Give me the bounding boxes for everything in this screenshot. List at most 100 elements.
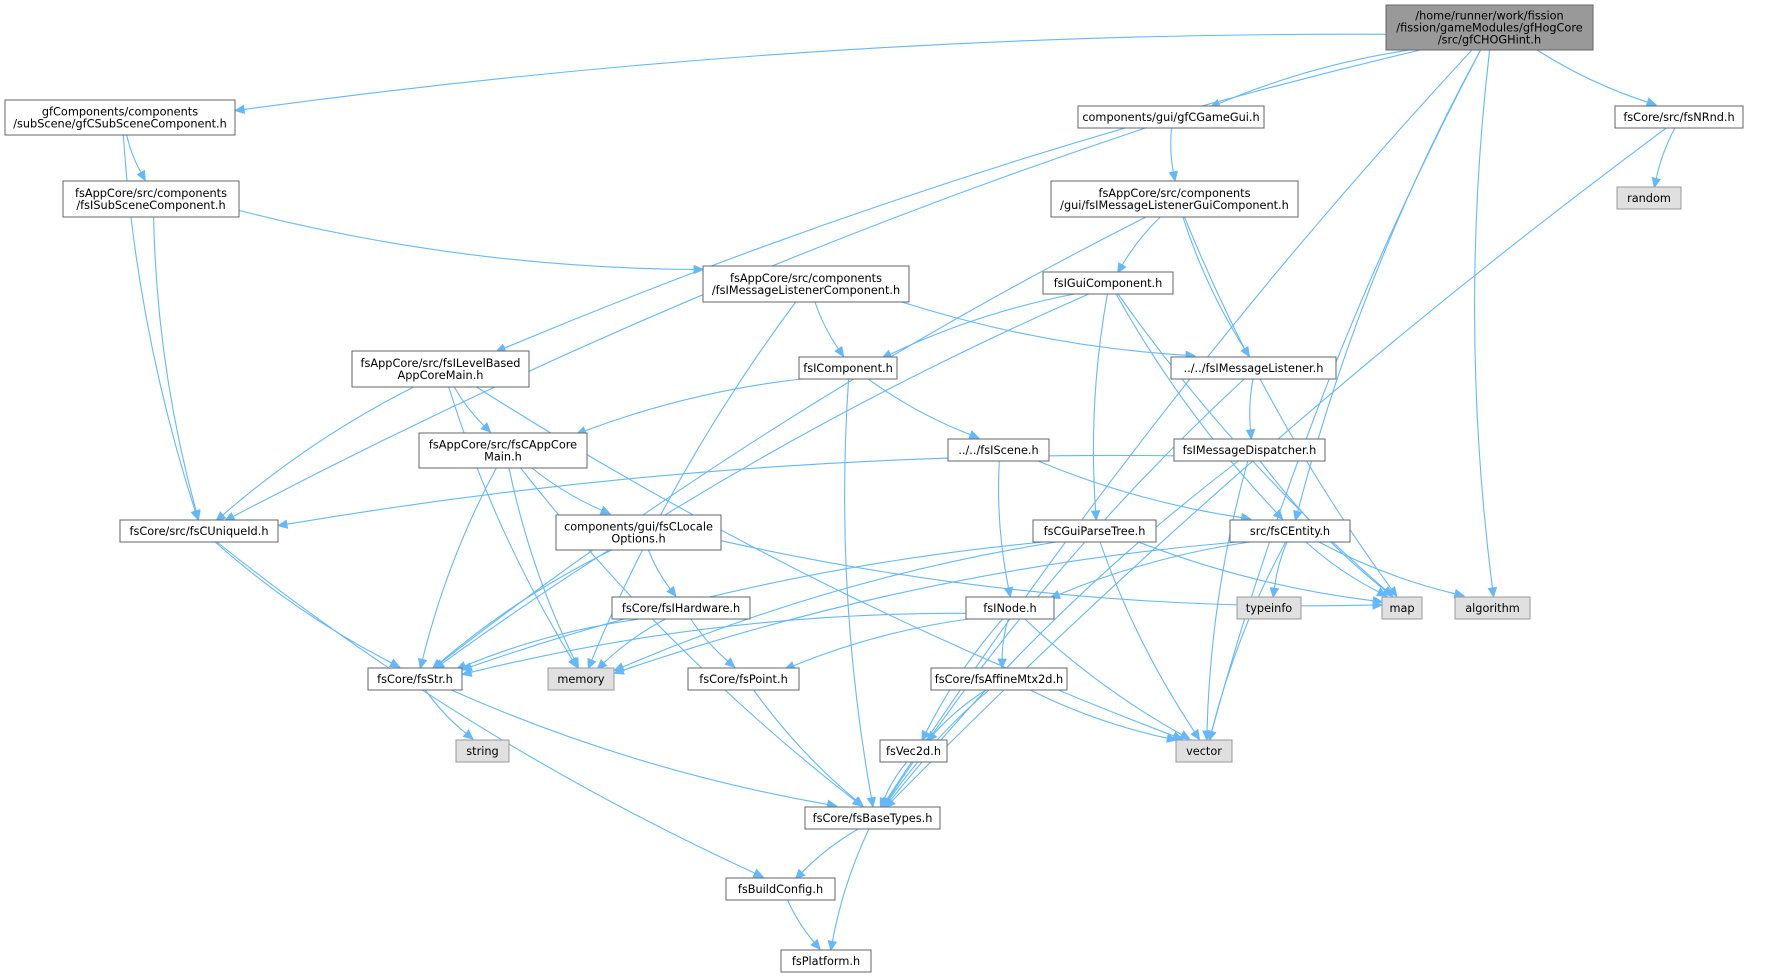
node-box — [1173, 438, 1326, 462]
node-fsIMessageListener[interactable]: ../../fsIMessageListener.h — [1170, 356, 1337, 380]
node-root[interactable]: /home/runner/work/fission/fission/gameMo… — [1385, 4, 1594, 51]
node-label: random — [1627, 192, 1671, 205]
edge-root-to-algorithm — [1474, 49, 1498, 599]
node-fsVec2d[interactable]: fsVec2d.h — [879, 739, 948, 763]
node-box — [1616, 186, 1682, 210]
node-fsCUniqueId[interactable]: fsCore/src/fsCUniqueId.h — [119, 519, 279, 543]
edge-fsINode-to-fsStr — [461, 612, 967, 677]
arrowhead-icon — [599, 505, 612, 515]
node-label: src/fsCEntity.h — [1250, 525, 1330, 538]
node-fsPoint[interactable]: fsCore/fsPoint.h — [687, 667, 800, 691]
node-fsBaseTypes[interactable]: fsCore/fsBaseTypes.h — [804, 806, 941, 830]
node-fsINode[interactable]: fsINode.h — [965, 596, 1055, 620]
node-random[interactable]: random — [1616, 186, 1682, 210]
edge-line — [531, 467, 603, 511]
edge-fsBaseTypes-to-fsBuildConfig — [794, 828, 859, 880]
node-fsStr[interactable]: fsCore/fsStr.h — [367, 667, 463, 691]
edge-line — [622, 541, 1238, 671]
node-typeinfo[interactable]: typeinfo — [1236, 596, 1302, 620]
node-label: fsAppCore/src/components — [1099, 187, 1251, 200]
node-fsPlatform[interactable]: fsPlatform.h — [780, 949, 872, 973]
edge-line — [1138, 541, 1374, 602]
node-label: /src/gfCHOGHint.h — [1438, 34, 1541, 47]
arrowhead-icon — [191, 509, 201, 521]
node-algorithm[interactable]: algorithm — [1454, 596, 1531, 620]
arrowhead-icon — [794, 868, 806, 880]
node-map[interactable]: map — [1381, 596, 1423, 620]
edge-line — [153, 216, 197, 512]
node-string[interactable]: string — [455, 739, 510, 763]
node-fsISubScene[interactable]: fsAppCore/src/components/fsISubSceneComp… — [62, 180, 240, 218]
edge-fsINode-to-fsAffineMtx2d — [997, 618, 1009, 670]
edge-root-to-gfCGameGui — [1209, 49, 1410, 108]
edge-line — [786, 899, 815, 943]
node-box — [4, 99, 236, 136]
edge-line — [1058, 541, 1251, 596]
edge-line — [1024, 618, 1183, 736]
edge-line — [844, 378, 872, 799]
edge-line — [1536, 49, 1648, 103]
node-fsIMessageDispatcher[interactable]: fsIMessageDispatcher.h — [1173, 438, 1326, 462]
node-label: fsIGuiComponent.h — [1054, 277, 1163, 290]
node-box — [611, 596, 751, 620]
arrowhead-icon — [1117, 262, 1127, 274]
node-label: /gui/fsIMessageListenerGuiComponent.h — [1060, 199, 1289, 212]
node-label: /subScene/gfCSubSceneComponent.h — [13, 118, 227, 131]
node-label: fsPlatform.h — [792, 955, 860, 968]
node-fsIMsgListenerGui[interactable]: fsAppCore/src/components/gui/fsIMessageL… — [1050, 180, 1299, 218]
node-label: typeinfo — [1246, 602, 1293, 615]
edge-line — [647, 549, 671, 590]
node-fsAffineMtx2d[interactable]: fsCore/fsAffineMtx2d.h — [930, 667, 1068, 691]
edge-line — [448, 386, 573, 661]
node-fsIGuiComponent[interactable]: fsIGuiComponent.h — [1042, 271, 1174, 295]
node-label: fsBuildConfig.h — [738, 883, 823, 896]
node-label: components/gui/fsCLocale — [564, 521, 713, 534]
node-fsIHardware[interactable]: fsCore/fsIHardware.h — [611, 596, 751, 620]
arrowhead-icon — [276, 519, 289, 529]
edge-fsNRnd-to-random — [1651, 127, 1676, 189]
arrowhead-icon — [136, 169, 146, 182]
edge-fsCAppCoreMain-to-fsStr — [417, 467, 497, 670]
node-fsBuildConfig[interactable]: fsBuildConfig.h — [725, 877, 836, 901]
edge-fsIComponent-to-fsIScene — [867, 378, 980, 439]
edge-line — [1474, 49, 1493, 589]
edge-fsPoint-to-fsBaseTypes — [753, 689, 865, 807]
node-fsCGuiParseTree[interactable]: fsCGuiParseTree.h — [1032, 519, 1157, 543]
node-label: algorithm — [1465, 602, 1520, 615]
edge-fsBuildConfig-to-fsPlatform — [786, 899, 821, 951]
edge-line — [214, 541, 392, 664]
arrowhead-icon — [997, 658, 1007, 670]
node-box — [547, 667, 615, 691]
node-box — [1236, 596, 1302, 620]
edge-fsCLocaleOptions-to-fsIHardware — [647, 549, 677, 598]
node-vector[interactable]: vector — [1175, 739, 1233, 763]
arrowhead-icon — [1651, 177, 1661, 189]
node-gfCSubScene[interactable]: gfComponents/components/subScene/gfCSubS… — [4, 99, 236, 136]
node-fsNRnd[interactable]: fsCore/src/fsNRnd.h — [1614, 105, 1744, 129]
node-fsIMsgListenerComp[interactable]: fsAppCore/src/components/fsIMessageListe… — [702, 265, 910, 303]
edge-line — [1183, 216, 1392, 590]
node-label: fsVec2d.h — [886, 745, 941, 758]
arrowhead-icon — [388, 658, 401, 668]
edge-fsILevelBased-to-fsCAppCoreMain — [453, 386, 492, 434]
edge-fsIMsgListenerGui-to-map — [1183, 216, 1398, 598]
node-fsCEntity[interactable]: src/fsCEntity.h — [1229, 519, 1351, 543]
node-fsIScene[interactable]: ../../fsIScene.h — [947, 438, 1050, 462]
node-box — [1454, 596, 1531, 620]
node-gfCGameGui[interactable]: components/gui/gfCGameGui.h — [1077, 105, 1265, 129]
arrowhead-icon — [233, 104, 246, 114]
edge-line — [232, 127, 1146, 517]
arrowhead-icon — [1269, 587, 1280, 599]
edge-line — [1305, 541, 1379, 593]
edge-fsCGuiParseTree-to-vector — [1099, 541, 1201, 741]
arrowhead-icon — [879, 796, 889, 809]
node-fsIComponent[interactable]: fsIComponent.h — [798, 356, 898, 380]
arrowhead-icon — [613, 665, 625, 675]
node-label: fsINode.h — [983, 602, 1036, 615]
node-memory[interactable]: memory — [547, 667, 615, 691]
node-box — [930, 667, 1068, 691]
node-box — [1175, 739, 1233, 763]
